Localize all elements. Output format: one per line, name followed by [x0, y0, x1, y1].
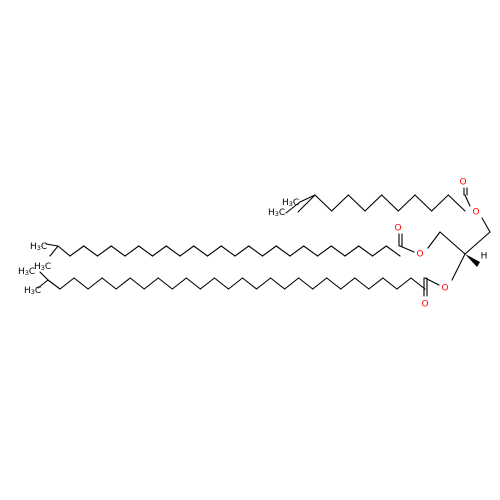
bottom-chain-bond [270, 277, 286, 290]
middle-chain-bond [138, 245, 154, 257]
middle-chain-bond [179, 245, 195, 257]
bottom-chain-bond [354, 277, 370, 290]
middle-chain-bond [303, 245, 319, 257]
bottom-chain-bond [73, 277, 89, 290]
bottom-chain-bond [368, 277, 384, 290]
middle-chain-bond [248, 245, 264, 257]
top-chain-bond [331, 194, 349, 212]
middle-chain-bond [275, 245, 291, 257]
bottom-chain-bond [326, 277, 342, 290]
hydrogen-label: H [481, 252, 488, 262]
bottom-chain-bond [129, 277, 145, 290]
bottom-chain-bond [171, 277, 187, 290]
bottom-chain-bond [199, 277, 215, 290]
middle-chain-bond [344, 245, 360, 257]
middle-branch-bond [45, 243, 59, 247]
top-chain-bond [397, 194, 416, 212]
carbonyl-oxygen-bottom: O [421, 300, 428, 310]
middle-chain-bond [289, 245, 305, 257]
methyl-label-middle-2: H3C [30, 242, 47, 253]
methyl-label-bottom-1: H3C [24, 286, 41, 297]
bond-lines [37, 187, 491, 297]
bottom-chain-bond [396, 277, 412, 290]
bottom-chain-bond [382, 277, 398, 290]
top-chain-bond [364, 194, 383, 212]
ester-oxygen-middle: O [416, 250, 423, 260]
middle-chain-bond [96, 245, 112, 257]
middle-chain-bond [330, 245, 346, 257]
middle-chain-bond [165, 245, 181, 257]
bottom-chain-bond [101, 277, 117, 290]
top-chain-bond [447, 194, 466, 212]
middle-chain-bond [385, 245, 401, 257]
middle-chain-bond [151, 245, 167, 257]
top-chain-bond [431, 194, 449, 212]
top-branch-bond [297, 194, 316, 213]
middle-chain-bond [124, 245, 140, 257]
ester-bond [451, 253, 466, 281]
bottom-chain-bond [115, 277, 131, 290]
ester-bond [464, 194, 471, 207]
ester-bond [481, 217, 491, 233]
bottom-chain-bond [284, 277, 300, 290]
bottom-chain-bond [59, 277, 75, 290]
carbonyl-oxygen-middle: O [394, 224, 401, 234]
bottom-chain-bond [298, 277, 314, 290]
middle-chain-bond [220, 245, 236, 257]
bottom-chain-bond [185, 277, 201, 290]
ester-bond [399, 245, 415, 253]
methyl-label-middle-1: H3C [34, 262, 51, 273]
bottom-chain-bond [213, 277, 230, 290]
top-chain-bond [347, 194, 366, 212]
middle-branch-bond [49, 245, 59, 257]
bottom-chain-bond [340, 277, 356, 290]
bottom-chain-bond [241, 277, 258, 290]
top-chain-bond [314, 194, 333, 212]
top-branch-bond [299, 194, 316, 203]
middle-branch-bond [57, 245, 71, 257]
middle-chain-bond [83, 245, 99, 257]
bottom-branch-bond [37, 279, 49, 289]
methyl-label-top-2: H3C [282, 198, 299, 209]
middle-chain-bond [206, 245, 222, 257]
middle-chain-bond [193, 245, 209, 257]
stereo-wedge-bond [465, 254, 480, 267]
top-chain-bond [381, 194, 399, 212]
middle-chain-bond [358, 245, 374, 257]
middle-chain-bond [261, 245, 277, 257]
bottom-branch-bond [39, 271, 49, 281]
backbone-bond [439, 231, 466, 255]
bottom-chain-bond [143, 277, 159, 290]
ester-oxygen-top: O [472, 208, 479, 218]
carbonyl-oxygen-top: O [459, 178, 466, 188]
backbone-bond [464, 231, 491, 255]
middle-chain-bond [371, 245, 387, 257]
methyl-label-bottom-2: H3C [18, 267, 35, 278]
middle-chain-bond [316, 245, 332, 257]
top-chain-bond [414, 194, 433, 212]
bottom-chain-bond [312, 277, 328, 290]
bottom-chain-bond [157, 277, 173, 290]
middle-chain-bond [110, 245, 126, 257]
bottom-chain-bond [87, 277, 103, 290]
bottom-chain-bond [227, 277, 244, 290]
middle-chain-bond [69, 245, 85, 257]
methyl-label-top-1: H3C [268, 208, 285, 219]
bottom-chain-bond [410, 277, 426, 290]
middle-chain-bond [234, 245, 250, 257]
top-branch-bond [285, 201, 301, 214]
bottom-branch-bond [47, 279, 61, 290]
ester-bond [427, 231, 441, 249]
ester-oxygen-bottom: O [441, 284, 448, 294]
bottom-chain-bond [255, 277, 272, 290]
